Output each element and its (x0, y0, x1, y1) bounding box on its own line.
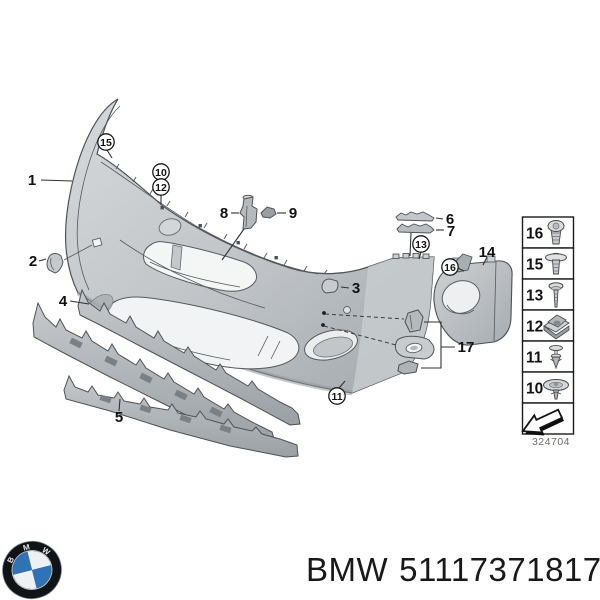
callout-8[interactable]: 8 (220, 205, 228, 222)
drawing-number: 324704 (532, 436, 570, 448)
callout-circled-11[interactable]: 11 (328, 387, 346, 405)
part-9-clip (260, 206, 277, 219)
svg-text:12: 12 (526, 319, 543, 336)
flange-holes (160, 206, 278, 260)
svg-text:11: 11 (331, 391, 342, 403)
brand-name: BMW (306, 551, 389, 588)
flange-ticks (115, 163, 328, 275)
callout-14[interactable]: 14 (479, 244, 496, 261)
part-1-bumper-cover (64, 98, 435, 396)
pdc-sensor-hole (343, 306, 351, 314)
washer-cap-hole (91, 237, 103, 248)
fastener-row-11[interactable]: 11 (521, 340, 575, 373)
torx-screw-icon (547, 220, 565, 245)
bmw-roundel-quadrants (12, 551, 52, 589)
grommet-plug-icon (543, 379, 569, 400)
callout-circled-10[interactable]: 10 (152, 163, 170, 181)
cage-nut-clip-icon (543, 314, 570, 340)
long-screw-icon (548, 282, 564, 308)
fastener-row-16[interactable]: 16 (521, 216, 575, 249)
bmw-logo: B M W (1, 540, 63, 600)
part-17-side-marker-set (394, 309, 435, 375)
svg-text:11: 11 (526, 350, 543, 367)
svg-text:10: 10 (526, 381, 543, 398)
fastener-row-12[interactable]: 12 (521, 309, 575, 342)
direction-arrow-icon (521, 408, 564, 434)
bumper-lip-edge (76, 105, 121, 291)
svg-text:13: 13 (526, 288, 544, 305)
fog-recess-right (304, 329, 358, 361)
part-5-lower-absorber-strip (32, 301, 299, 458)
part-7-gasket-strip (396, 223, 435, 234)
callout-17[interactable]: 17 (458, 339, 475, 356)
callout-4[interactable]: 4 (59, 293, 68, 310)
table-arrow-cell (521, 402, 575, 436)
svg-text:M: M (22, 542, 31, 552)
part-14-side-support-bracket (433, 253, 513, 346)
fastener-row-10[interactable]: 10 (521, 371, 575, 404)
side-panel-tabs (392, 253, 430, 259)
callout-9[interactable]: 9 (289, 205, 297, 222)
bumper-side-panel (352, 257, 434, 393)
part-number-text: 51117371817 (399, 551, 600, 588)
washer-screw-icon (545, 252, 567, 275)
svg-text:10: 10 (155, 167, 167, 179)
svg-text:13: 13 (415, 239, 427, 251)
callout-3[interactable]: 3 (352, 280, 360, 297)
upper-grille-slot (143, 241, 257, 292)
svg-text:15: 15 (526, 257, 544, 274)
expansion-rivet-icon (549, 344, 563, 370)
svg-text:W: W (40, 546, 52, 558)
part-8-mount-bracket (239, 194, 258, 230)
svg-text:16: 16 (444, 262, 456, 274)
callout-1[interactable]: 1 (28, 172, 36, 189)
fastener-table: 16 15 13 (521, 216, 575, 448)
svg-text:12: 12 (155, 182, 167, 194)
callout-circled-15[interactable]: 15 (97, 133, 115, 151)
callout-circled-13[interactable]: 13 (412, 235, 430, 253)
callout-2[interactable]: 2 (29, 253, 37, 270)
part-3-tow-hook-cap (321, 278, 339, 294)
callout-circled-12[interactable]: 12 (152, 178, 170, 196)
part-2-washer-cover-cap (46, 253, 64, 274)
callout-5[interactable]: 5 (115, 409, 123, 426)
product-title: BMW 51117371817 (306, 552, 600, 588)
leader-lines (38, 149, 488, 412)
callouts-circled: 15 10 12 13 16 11 (97, 133, 459, 405)
callouts-plain: 1 2 3 4 5 6 7 8 9 14 17 (28, 172, 496, 426)
svg-text:16: 16 (526, 226, 544, 243)
fastener-row-13[interactable]: 13 (521, 278, 575, 311)
callout-circled-16[interactable]: 16 (441, 258, 459, 276)
part-4-upper-absorber-strip (77, 288, 301, 426)
callout-7[interactable]: 7 (447, 223, 455, 240)
emblem-recess (158, 218, 182, 236)
part-6-gasket-strip (395, 211, 435, 222)
fastener-row-15[interactable]: 15 (521, 247, 575, 280)
svg-text:15: 15 (100, 137, 112, 149)
callout-6[interactable]: 6 (446, 211, 454, 228)
bmw-roundel-letters: B M W (5, 542, 52, 564)
svg-text:B: B (5, 555, 16, 564)
